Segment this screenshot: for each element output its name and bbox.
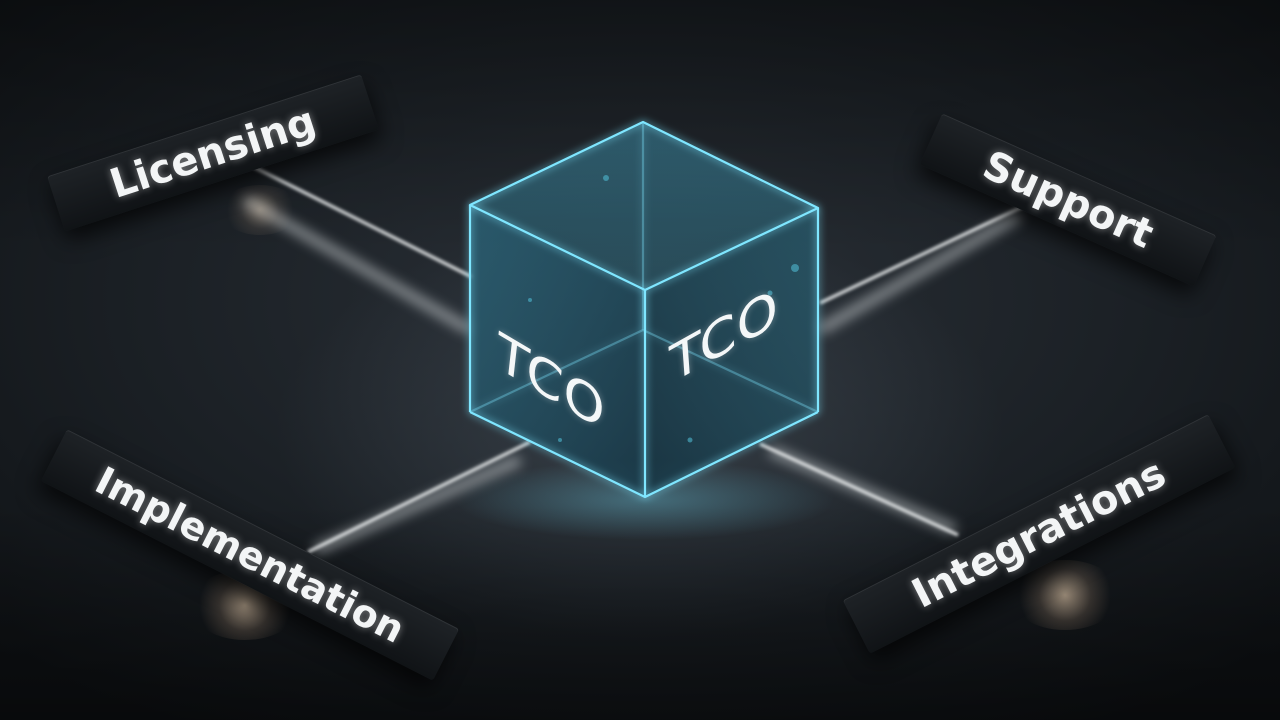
cube-specks <box>528 175 799 443</box>
connector-support <box>819 204 1025 305</box>
cube-right-face-label: TCO <box>668 277 781 396</box>
connector-integrations <box>759 442 959 537</box>
cube-edges <box>468 120 820 499</box>
connector-line-group <box>239 158 1025 554</box>
cube-left-face <box>470 205 645 497</box>
glow-spot-top-left <box>220 185 300 235</box>
connector-licensing <box>239 158 473 279</box>
cube-right-face <box>645 208 818 497</box>
cube-left-face-label: TCO <box>493 322 609 443</box>
connector-implementation <box>307 440 531 554</box>
